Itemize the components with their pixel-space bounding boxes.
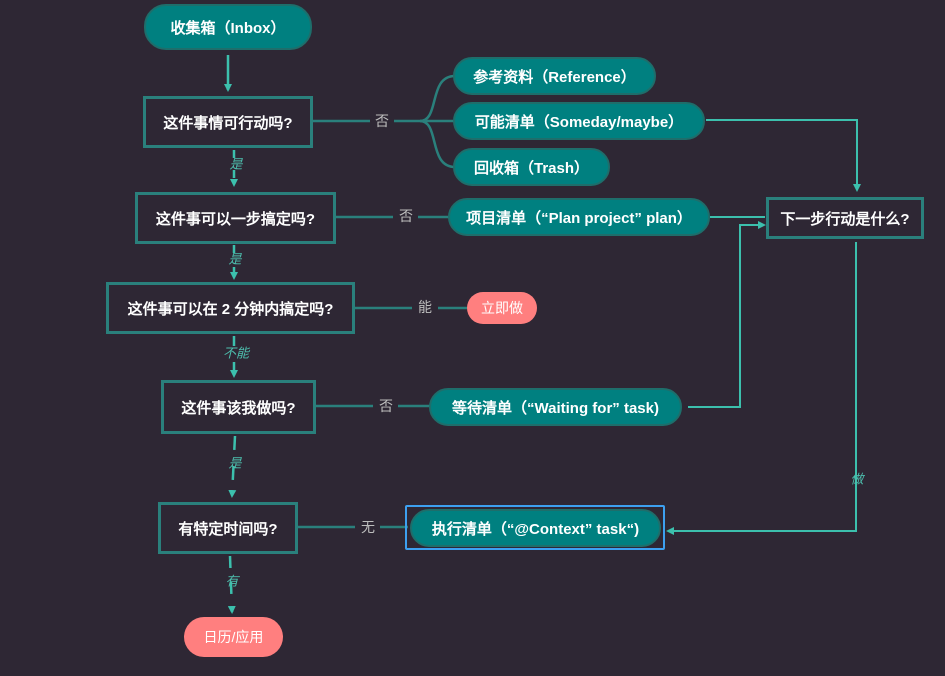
node-two-min[interactable]: 这件事可以在 2 分钟内搞定吗? [106, 282, 355, 334]
node-calendar[interactable]: 日历/应用 [184, 617, 283, 657]
label-actionable-no: 否 [375, 113, 389, 129]
node-specific-time[interactable]: 有特定时间吗? [158, 502, 298, 554]
selection-frame [405, 505, 665, 550]
node-inbox[interactable]: 收集箱（Inbox） [144, 4, 312, 50]
edge-next-context [666, 242, 857, 535]
label-shouldi-no: 否 [379, 398, 393, 414]
label-next-do: 做 [850, 471, 864, 487]
edge-branch-trash [419, 119, 456, 169]
node-actionable[interactable]: 这件事情可行动吗? [143, 96, 313, 148]
edge-time-calendar [227, 555, 236, 614]
edge-branch-reference [419, 74, 456, 123]
node-next-action[interactable]: 下一步行动是什么? [766, 197, 924, 239]
label-onestep-yes: 是 [228, 251, 242, 267]
label-shouldi-yes: 是 [228, 455, 242, 471]
node-trash[interactable]: 回收箱（Trash） [453, 148, 610, 186]
node-someday[interactable]: 可能清单（Someday/maybe） [453, 102, 705, 140]
node-project[interactable]: 项目清单（“Plan project” plan） [448, 198, 710, 236]
label-onestep-no: 否 [399, 208, 413, 224]
node-reference[interactable]: 参考资料（Reference） [453, 57, 656, 95]
label-actionable-yes: 是 [229, 156, 243, 172]
node-context[interactable]: 执行清单（“@Context” task“) [410, 509, 661, 547]
label-time-none: 无 [361, 519, 375, 535]
node-do-now[interactable]: 立即做 [467, 292, 537, 324]
label-time-has: 有 [225, 573, 239, 589]
node-waiting[interactable]: 等待清单（“Waiting for” task) [429, 388, 682, 426]
edge-waiting-next [688, 221, 766, 408]
edge-shouldi-time [228, 435, 237, 498]
label-twomin-can: 能 [418, 299, 432, 315]
node-one-step[interactable]: 这件事可以一步搞定吗? [135, 192, 336, 244]
label-twomin-cannot: 不能 [222, 345, 250, 361]
node-should-i[interactable]: 这件事该我做吗? [161, 380, 316, 434]
edge-someday-next [706, 119, 861, 192]
